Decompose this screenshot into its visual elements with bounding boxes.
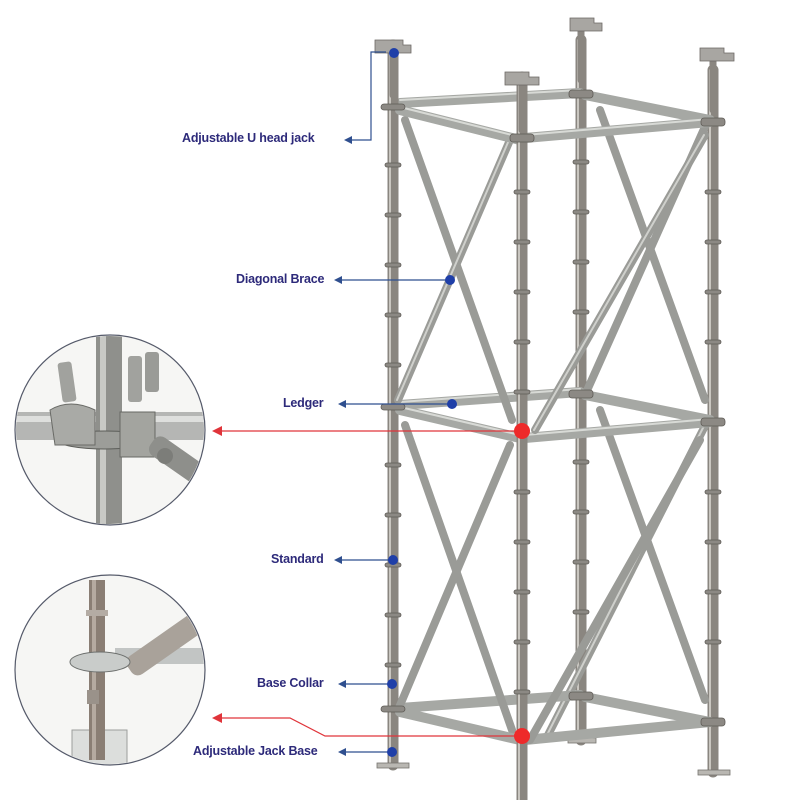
base-detail-inset <box>14 574 206 766</box>
label-adjustable-jack-base: Adjustable Jack Base <box>193 744 318 758</box>
standard-front <box>516 74 528 800</box>
rosette-detail-inset <box>14 334 206 526</box>
label-adjustable-u-head-jack: Adjustable U head jack <box>182 131 315 145</box>
label-diagonal-brace: Diagonal Brace <box>236 272 325 286</box>
label-ledger: Ledger <box>283 396 324 410</box>
label-standard: Standard <box>271 552 324 566</box>
ledger-front <box>395 105 715 745</box>
ledger-back <box>395 88 715 727</box>
rosettes <box>380 89 726 727</box>
u-head-jacks <box>374 17 735 134</box>
diagonal-brace-left <box>394 116 516 734</box>
diagonal-brace-front <box>526 131 709 744</box>
leader-lines <box>212 51 522 756</box>
markers <box>387 48 530 757</box>
label-base-collar: Base Collar <box>257 676 324 690</box>
